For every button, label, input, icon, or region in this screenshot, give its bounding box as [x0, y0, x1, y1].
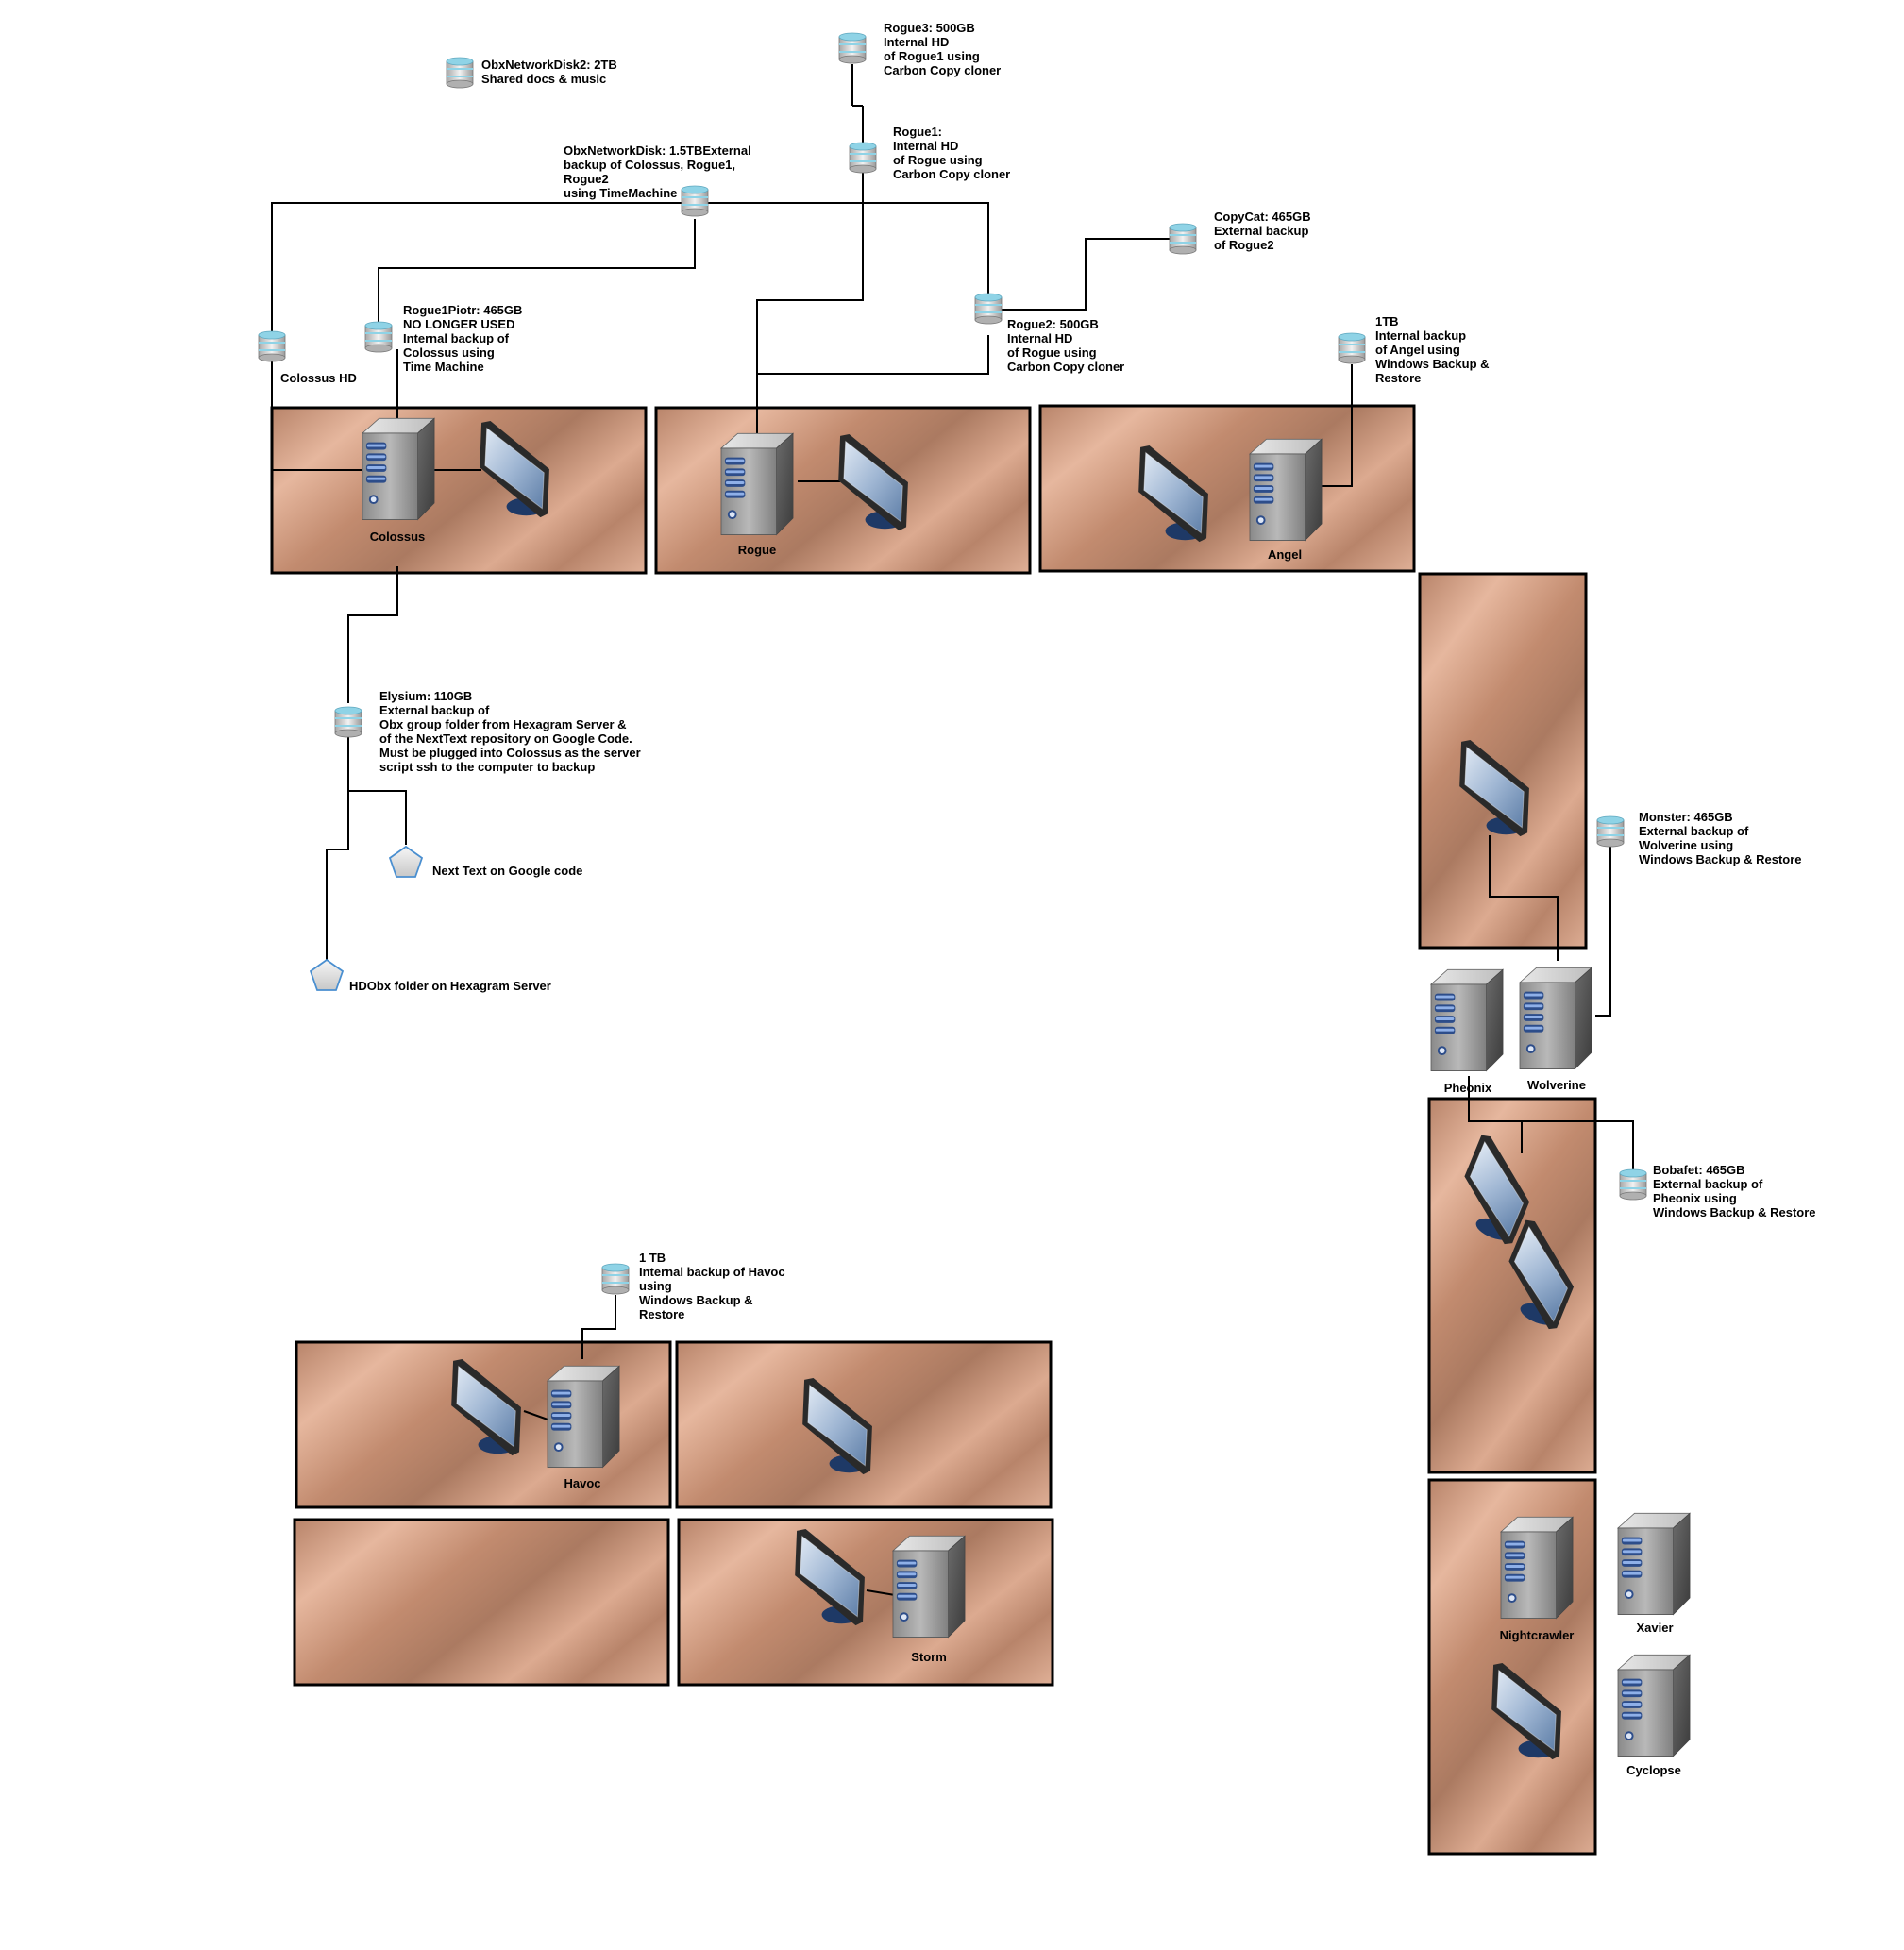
- desk-angel: [1038, 404, 1416, 573]
- link-havoc-monitor: [523, 1410, 551, 1421]
- label-elysium: Elysium: 110GB External backup of Obx gr…: [379, 689, 641, 774]
- cyclopse-tower: [1617, 1654, 1692, 1757]
- nightcrawler-tower: [1500, 1516, 1575, 1620]
- angel-tower: [1249, 438, 1323, 542]
- link-monster-wolverine: [1595, 846, 1611, 1017]
- link-copycat-rogue2: [988, 238, 1171, 311]
- link-wolverine-monitor: [1489, 835, 1559, 961]
- nexttext-icon: [389, 846, 423, 878]
- link-elysium-branch: [347, 736, 407, 845]
- label-monster: Monster: 465GB External backup of Wolver…: [1639, 810, 1802, 866]
- caption-storm: Storm: [911, 1650, 947, 1664]
- bobafet-icon: [1619, 1168, 1647, 1201]
- desk-storm: [677, 1518, 1054, 1687]
- desk-rogue: [654, 406, 1032, 575]
- pheonix-tower: [1430, 968, 1505, 1072]
- label-nexttext: Next Text on Google code: [432, 864, 583, 878]
- xavier-tower: [1617, 1512, 1692, 1616]
- caption-xavier: Xavier: [1636, 1621, 1674, 1635]
- monster-icon: [1596, 815, 1625, 848]
- label-copycat: CopyCat: 465GB External backup of Rogue2: [1214, 210, 1311, 252]
- rogue1piotr-icon: [364, 321, 393, 353]
- label-rogue3: Rogue3: 500GB Internal HD of Rogue1 usin…: [884, 21, 1002, 77]
- rogue3-icon: [838, 32, 867, 64]
- desk-colossus: [270, 406, 648, 575]
- link-havocbackup-havoc: [581, 1295, 616, 1359]
- havoc-backup-icon: [601, 1263, 630, 1295]
- caption-pheonix: Pheonix: [1443, 1081, 1492, 1095]
- colossus-hd-icon: [258, 330, 286, 362]
- link-rogue2-rogue: [757, 335, 989, 375]
- link-angelbackup-angel: [1317, 364, 1353, 487]
- elysium-icon: [334, 706, 362, 738]
- rogue2-icon: [974, 293, 1003, 325]
- label-obxnetworkdisk2: ObxNetworkDisk2: 2TB Shared docs & music: [481, 58, 617, 86]
- label-colossus-hd: Colossus HD: [280, 371, 357, 385]
- obxnetworkdisk2-icon: [446, 57, 474, 89]
- label-hdobx: HDObx folder on Hexagram Server: [349, 979, 551, 993]
- colossus-tower: [362, 417, 436, 521]
- label-angel-backup: 1TB Internal backup of Angel using Windo…: [1375, 314, 1490, 385]
- label-obxnetworkdisk: ObxNetworkDisk: 1.5TBExternal backup of …: [564, 143, 751, 200]
- link-colossushd-colossus: [271, 359, 363, 471]
- hdobx-icon: [310, 959, 344, 991]
- link-rogue1-rogue: [756, 172, 864, 434]
- storm-tower: [892, 1535, 967, 1639]
- caption-cyclopse: Cyclopse: [1626, 1763, 1681, 1777]
- label-rogue1: Rogue1: Internal HD of Rogue using Carbo…: [893, 125, 1011, 181]
- link-colossus-elysium: [347, 566, 398, 703]
- caption-colossus: Colossus: [369, 530, 426, 544]
- caption-wolverine: Wolverine: [1527, 1078, 1586, 1092]
- desk-empty-top: [675, 1340, 1053, 1509]
- caption-havoc: Havoc: [564, 1476, 601, 1490]
- label-havoc-backup: 1 TB Internal backup of Havoc using Wind…: [639, 1251, 785, 1321]
- link-elysium-hdobx: [326, 791, 349, 960]
- desk-empty-bottom: [293, 1518, 670, 1687]
- rogue1-icon: [849, 142, 877, 174]
- caption-rogue: Rogue: [737, 543, 777, 557]
- desk-wolverine: [1418, 572, 1588, 950]
- link-obxnetworkdisk-rogue1piotr: [378, 219, 696, 324]
- caption-nightcrawler: Nightcrawler: [1499, 1628, 1575, 1642]
- label-rogue1piotr: Rogue1Piotr: 465GB NO LONGER USED Intern…: [403, 303, 523, 374]
- label-bobafet: Bobafet: 465GB External backup of Pheoni…: [1653, 1163, 1816, 1219]
- label-rogue2: Rogue2: 500GB Internal HD of Rogue using…: [1007, 317, 1125, 374]
- link-storm-monitor: [866, 1589, 896, 1596]
- copycat-icon: [1169, 223, 1197, 255]
- rogue-tower: [720, 432, 795, 536]
- caption-angel: Angel: [1267, 547, 1303, 562]
- wolverine-tower: [1519, 967, 1593, 1070]
- angel-backup-icon: [1338, 332, 1366, 364]
- havoc-tower: [547, 1365, 621, 1469]
